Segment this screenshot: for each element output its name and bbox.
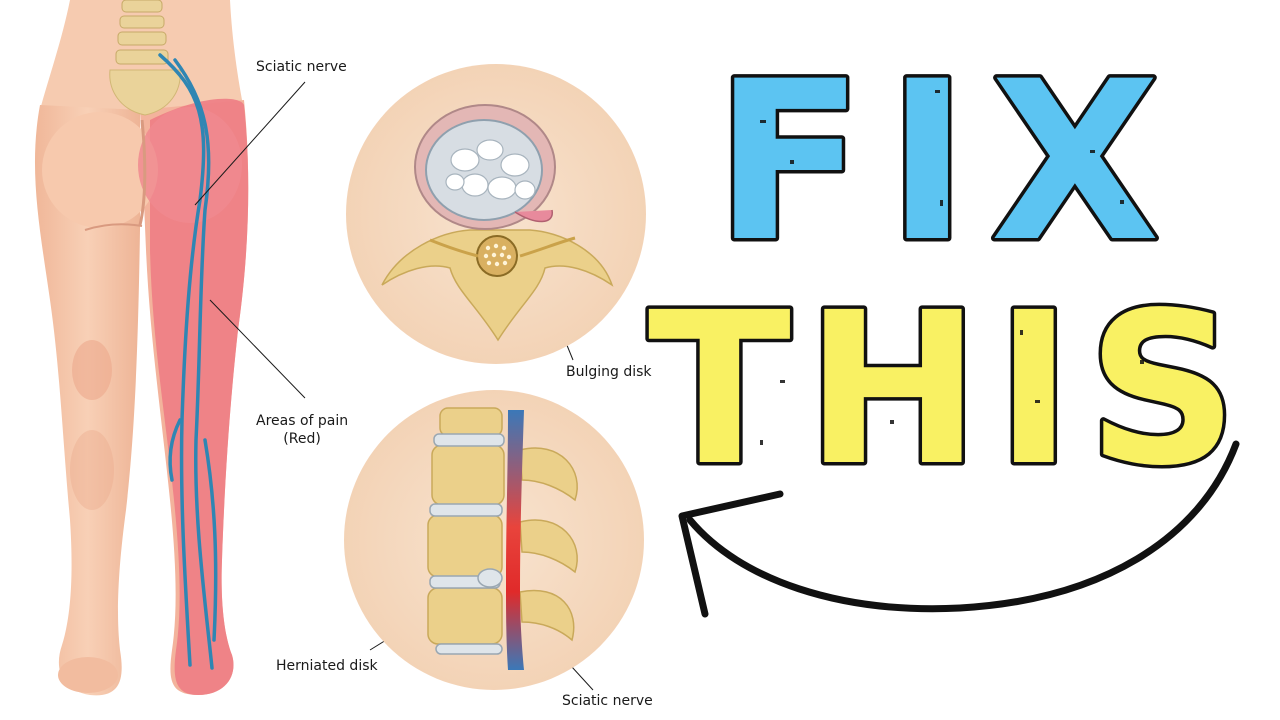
label-areas-of-pain-line2: (Red)	[283, 431, 321, 447]
herniated-disk-diagram	[344, 390, 644, 690]
sacrum	[109, 69, 181, 116]
body-back-figure	[34, 0, 249, 696]
sciatic-nerve-lines	[158, 53, 218, 670]
left-leg	[34, 105, 141, 696]
label-sciatic-nerve-bottom: Sciatic nerve	[562, 693, 653, 709]
compressed-nerve	[506, 410, 524, 670]
label-herniated-disk: Herniated disk	[276, 658, 378, 674]
label-areas-of-pain-line1: Areas of pain	[256, 413, 349, 429]
bulging-disk-diagram	[346, 64, 646, 364]
spine-vertebrae	[115, 0, 169, 65]
headline-fix: FIX	[714, 34, 1182, 290]
headline: FIX THIS	[644, 31, 1252, 516]
curved-arrow-icon	[678, 440, 1240, 618]
label-bulging-disk: Bulging disk	[566, 364, 652, 380]
headline-this: THIS	[648, 267, 1252, 512]
label-areas-of-pain: Areas of pain (Red)	[256, 412, 348, 448]
label-sciatic-nerve-top: Sciatic nerve	[256, 59, 347, 75]
